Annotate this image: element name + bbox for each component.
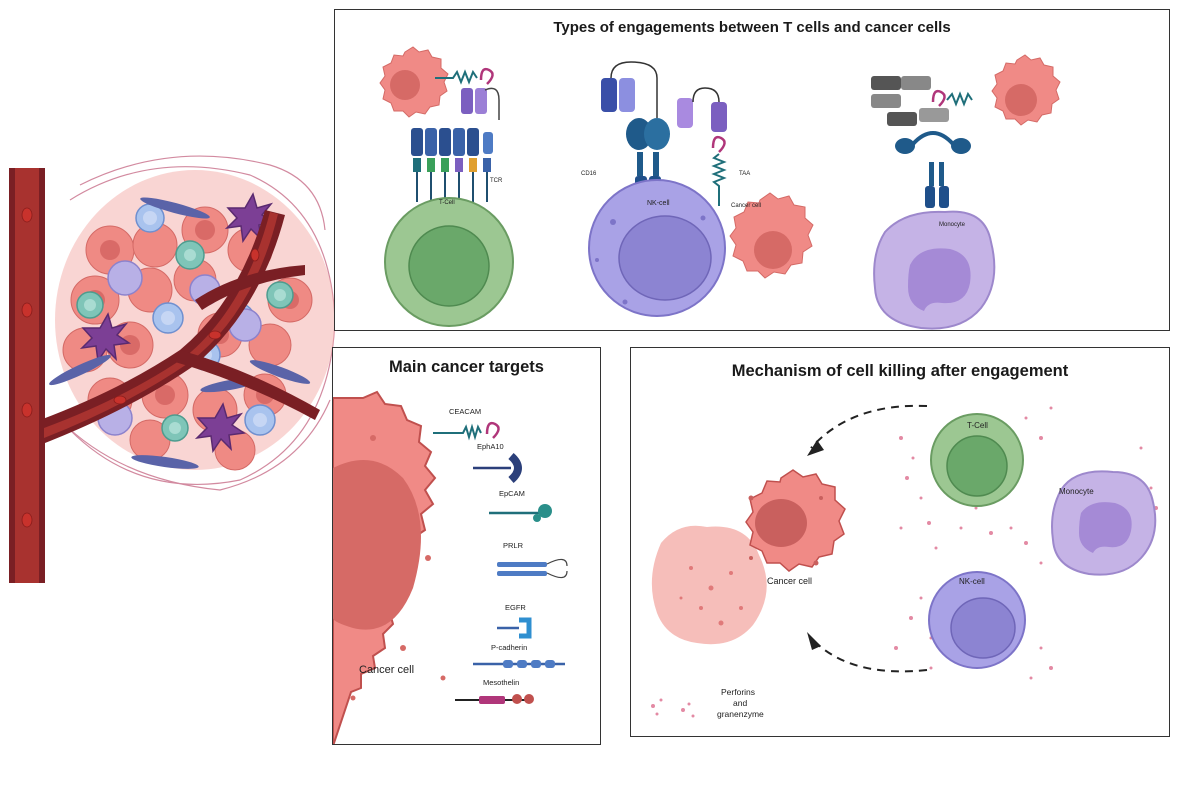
perforins-label-2: and (733, 698, 747, 708)
monocyte-label-killing: Monocyte (1059, 487, 1094, 496)
receptor-label-p-cadherin: P-cadherin (491, 643, 527, 652)
nkcell-label-killing: NK-cell (959, 577, 985, 586)
nkcell-label: NK-cell (647, 200, 670, 207)
monocyte-killer (1051, 470, 1157, 576)
blood-vessel (9, 168, 320, 583)
cd16-label: CD16 (581, 171, 597, 177)
tcell-label: T-Cell (439, 200, 455, 206)
cancer-targets-panel: Main cancer targets Cancer cell CEACAM E… (332, 347, 601, 745)
perforins-label-1: Perforins (721, 687, 755, 697)
cancer-cell-top-right (991, 54, 1061, 126)
receptor-prlr (497, 558, 568, 579)
cancer-cell-middle (729, 192, 814, 279)
tcell-killer (930, 413, 1024, 507)
tcell-large (384, 197, 514, 327)
receptor-label-prlr: PRLR (503, 541, 524, 550)
perforins-label-3: granenzyme (717, 709, 764, 719)
receptor-label-egfr: EGFR (505, 603, 526, 612)
tcr-label: TCR (490, 178, 503, 184)
receptor-label-mesothelin: Mesothelin (483, 678, 519, 687)
cell-killing-panel: Mechanism of cell killing after engageme… (630, 347, 1170, 737)
tcell-label-killing: T-Cell (967, 421, 988, 430)
targets-panel-title: Main cancer targets (389, 358, 544, 376)
large-cancer-cell (333, 390, 446, 744)
receptor-ceacam (433, 421, 500, 441)
perforin-granules (894, 406, 1158, 680)
monocyte-label-engagement: Monocyte (939, 222, 966, 228)
cancer-cell-label-engagement: Cancer cell (731, 203, 761, 209)
cancer-cell-target (745, 469, 846, 572)
nkcell-large (588, 179, 726, 317)
dying-cancer-fragment (651, 525, 767, 645)
receptor-label-epha10: EphA10 (477, 442, 504, 451)
monocyte-large (873, 210, 996, 330)
receptor-p-cadherin (473, 660, 565, 668)
receptor-egfr (497, 617, 532, 639)
tumor-microenvironment-illustration (9, 155, 336, 583)
cancer-cell-label-targets: Cancer cell (359, 664, 414, 676)
receptor-epha10 (473, 452, 522, 484)
engagement-types-panel: Types of engagements between T cells and… (334, 9, 1170, 331)
perforin-legend-dots (651, 698, 695, 718)
killing-panel-title: Mechanism of cell killing after engageme… (731, 362, 1069, 380)
receptor-epcam (489, 504, 552, 522)
monocyte-engagement-group: Monocyte (871, 54, 1061, 330)
receptor-mesothelin (455, 694, 534, 704)
nkcell-engagement-group: CD16 TAA NK-cell Cancer cell (581, 61, 814, 317)
receptor-label-epcam: EpCAM (499, 489, 525, 498)
tcell-engagement-group: TCR T-Cell (379, 46, 514, 327)
engagement-panel-title: Types of engagements between T cells and… (553, 19, 951, 36)
cancer-cell-top-left (379, 46, 449, 118)
receptor-label-ceacam: CEACAM (449, 407, 481, 416)
cancer-cell-label-killing: Cancer cell (767, 576, 812, 586)
taa-label: TAA (739, 171, 750, 177)
nkcell-killer (928, 571, 1026, 669)
engagement-arrows (807, 404, 928, 673)
